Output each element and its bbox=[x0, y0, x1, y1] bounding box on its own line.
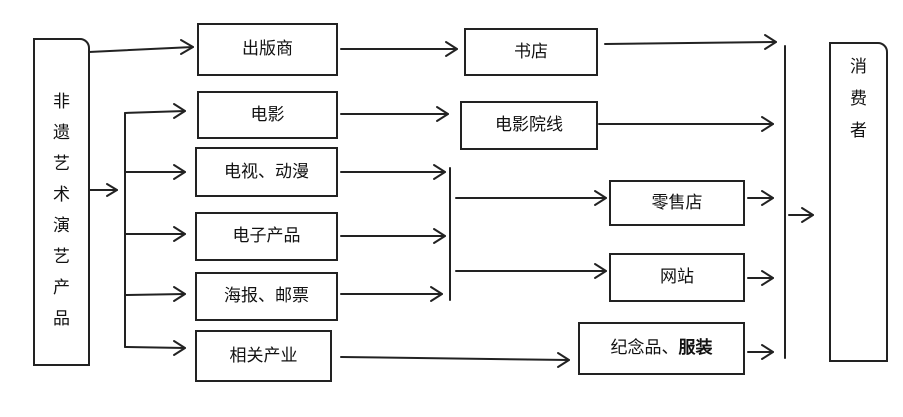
arrow-bus-to-related bbox=[124, 346, 186, 349]
arrowhead-related-to-souvenirs bbox=[557, 352, 570, 368]
arrowhead-cinema-to-bus bbox=[761, 116, 774, 132]
arrowhead-bus-to-film bbox=[173, 103, 186, 119]
node-related-industry-label: 相关产业 bbox=[229, 345, 298, 366]
node-cinema-chain: 电影院线 bbox=[460, 101, 598, 150]
consumer-node: 消 费 者 bbox=[829, 42, 888, 362]
source-char-4: 术 bbox=[53, 185, 70, 205]
arrowhead-bus-to-posters bbox=[173, 286, 186, 302]
source-char-7: 产 bbox=[53, 278, 70, 298]
arrowhead-source-to-bus bbox=[106, 183, 118, 197]
arrowhead-bus-to-consumer bbox=[801, 207, 814, 223]
node-electronics-label: 电子产品 bbox=[232, 226, 301, 246]
node-publisher-label: 出版商 bbox=[242, 39, 293, 59]
node-publisher: 出版商 bbox=[197, 23, 338, 76]
node-bookstore: 书店 bbox=[464, 28, 598, 76]
arrowhead-merge-to-website bbox=[594, 263, 607, 279]
source-node-intangible-heritage-products: 非 遗 艺 术 演 艺 产 品 bbox=[33, 38, 90, 366]
node-bookstore-label: 书店 bbox=[514, 41, 548, 62]
consumer-char-3: 者 bbox=[850, 121, 867, 141]
node-posters-stamps: 海报、邮票 bbox=[195, 272, 338, 321]
node-souvenirs-label-bold: 服装 bbox=[678, 338, 713, 358]
source-char-2: 遗 bbox=[53, 123, 70, 143]
arrow-bus-to-film bbox=[124, 110, 186, 114]
source-char-6: 艺 bbox=[53, 247, 70, 267]
arrowhead-publisher-to-bookstore bbox=[445, 41, 458, 57]
arrow-bookstore-to-bus bbox=[604, 41, 777, 45]
arrowhead-bookstore-to-bus bbox=[764, 34, 777, 50]
arrowhead-film-to-cinema bbox=[436, 106, 449, 122]
arrowhead-posters-to-merge bbox=[430, 286, 443, 302]
node-cinema-chain-label: 电影院线 bbox=[495, 115, 563, 135]
node-website-label: 网站 bbox=[660, 267, 694, 287]
arrowhead-website-to-bus bbox=[761, 270, 774, 286]
arrowhead-retail-to-bus bbox=[761, 190, 774, 206]
consumer-char-1: 消 bbox=[850, 57, 867, 77]
arrowhead-souvenirs-to-bus bbox=[761, 344, 774, 360]
arrow-bus-to-posters bbox=[124, 293, 186, 296]
arrowhead-tv-to-merge bbox=[433, 164, 446, 180]
arrowhead-electronics-to-merge bbox=[433, 228, 446, 244]
node-electronics: 电子产品 bbox=[195, 212, 338, 261]
node-retail-store-label: 零售店 bbox=[651, 192, 703, 213]
arrow-source-to-publisher bbox=[88, 46, 194, 53]
arrowhead-source-to-publisher bbox=[180, 39, 194, 55]
node-website: 网站 bbox=[609, 253, 745, 302]
source-char-1: 非 bbox=[53, 92, 70, 112]
consumer-char-2: 费 bbox=[850, 89, 867, 109]
arrow-related-to-souvenirs bbox=[340, 356, 570, 361]
source-char-3: 艺 bbox=[53, 154, 70, 174]
node-film: 电影 bbox=[197, 91, 338, 139]
node-souvenirs-clothing: 纪念品、服装 bbox=[578, 322, 745, 375]
arrowhead-merge-to-retail bbox=[594, 190, 607, 206]
source-char-8: 品 bbox=[53, 309, 70, 329]
arrowhead-bus-to-related bbox=[173, 340, 186, 356]
node-souvenirs-label-prefix: 纪念品、 bbox=[610, 338, 679, 358]
node-tv-anime-label: 电视、动漫 bbox=[224, 161, 309, 182]
arrowhead-bus-to-electronics bbox=[173, 226, 186, 242]
node-posters-stamps-label: 海报、邮票 bbox=[224, 286, 309, 306]
node-tv-anime: 电视、动漫 bbox=[195, 147, 338, 197]
node-film-label: 电影 bbox=[250, 104, 285, 125]
arrowhead-bus-to-tv bbox=[173, 164, 186, 180]
node-related-industry: 相关产业 bbox=[195, 330, 332, 382]
node-retail-store: 零售店 bbox=[609, 180, 745, 226]
source-char-5: 演 bbox=[53, 216, 70, 236]
